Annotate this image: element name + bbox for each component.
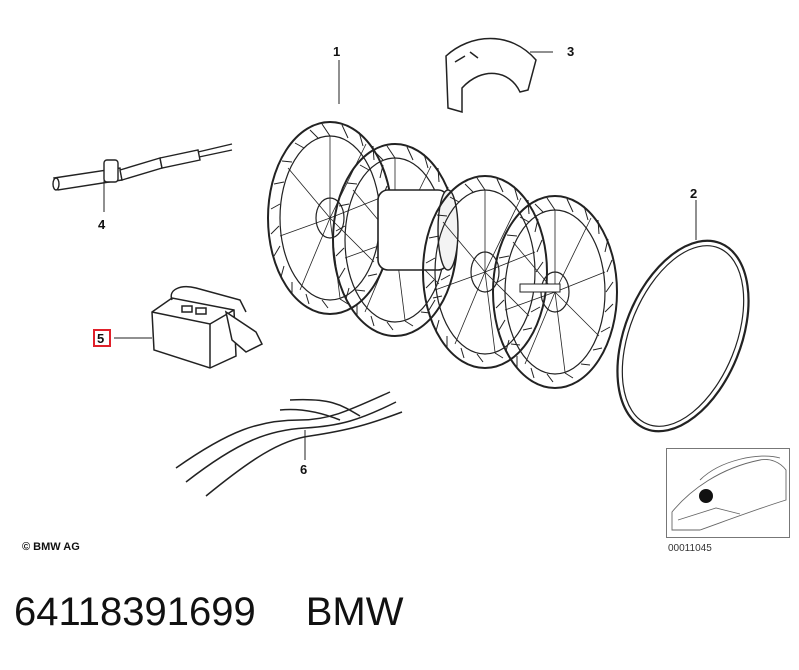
callout-1[interactable]: 1: [333, 44, 340, 59]
reference-number: 00011045: [668, 543, 712, 554]
callout-3[interactable]: 3: [567, 44, 574, 59]
wiring-harness-icon: [175, 391, 403, 497]
copyright-label: © BMW AG: [22, 541, 80, 553]
resistor-module-icon: [151, 286, 264, 369]
vehicle-location-thumbnail: [666, 448, 790, 538]
callout-5[interactable]: 5: [97, 331, 104, 346]
leader-lines: [103, 51, 697, 460]
shaft-icon: [52, 143, 233, 191]
callout-2[interactable]: 2: [690, 186, 697, 201]
blower-fan-wheel-icon: [267, 121, 618, 389]
brand-name: BMW: [305, 590, 404, 634]
car-location-icon: [671, 455, 787, 531]
callout-6[interactable]: 6: [300, 462, 307, 477]
part-footer: 64118391699 BMW: [14, 590, 454, 635]
gasket-ring-icon: [616, 239, 750, 433]
mounting-clip-icon: [445, 37, 537, 113]
callout-4[interactable]: 4: [98, 217, 106, 232]
callout-5-highlight[interactable]: 5: [93, 329, 111, 347]
part-number: 64118391699: [14, 590, 256, 634]
